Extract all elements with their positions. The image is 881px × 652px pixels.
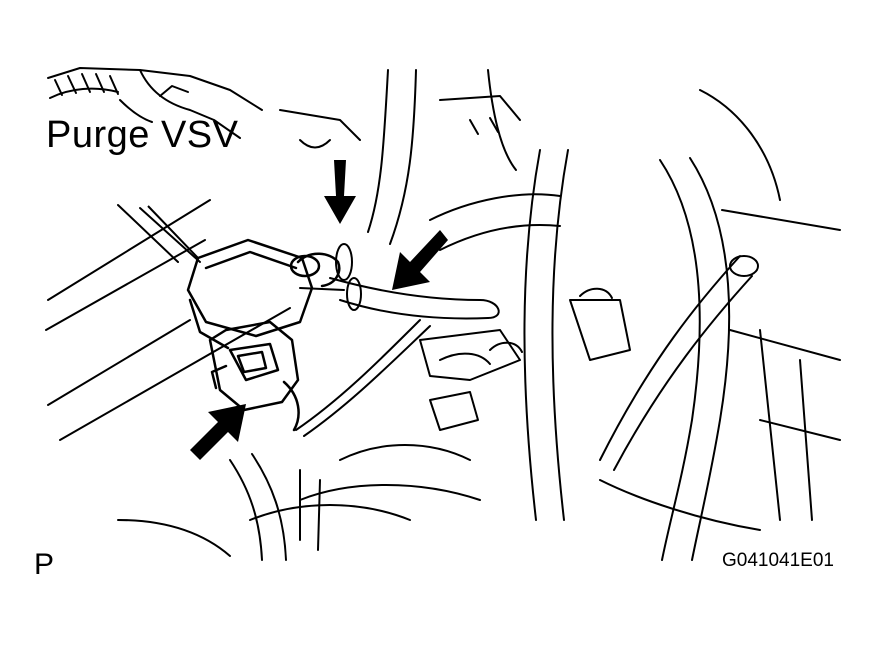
- bottom-pipes: [117, 453, 321, 561]
- figure-id: G041041E01: [722, 550, 834, 571]
- hose-clamps: [299, 243, 362, 311]
- fender-panel-lines: [45, 199, 291, 441]
- corner-mark: P: [34, 548, 55, 581]
- right-hoses: [569, 89, 841, 561]
- vsv-hose: [295, 277, 500, 437]
- arrow-up-right-icon: [190, 404, 246, 460]
- component-label: Purge VSV: [46, 114, 239, 156]
- arrow-down-icon: [324, 160, 356, 224]
- engine-clutter: [249, 95, 561, 521]
- top-left-engine-parts: [47, 67, 263, 139]
- arrow-diagonal-icon: [392, 230, 448, 290]
- vertical-hoses: [367, 69, 569, 521]
- label-leader-line: [147, 205, 199, 259]
- purge-vsv-valve: [186, 238, 341, 432]
